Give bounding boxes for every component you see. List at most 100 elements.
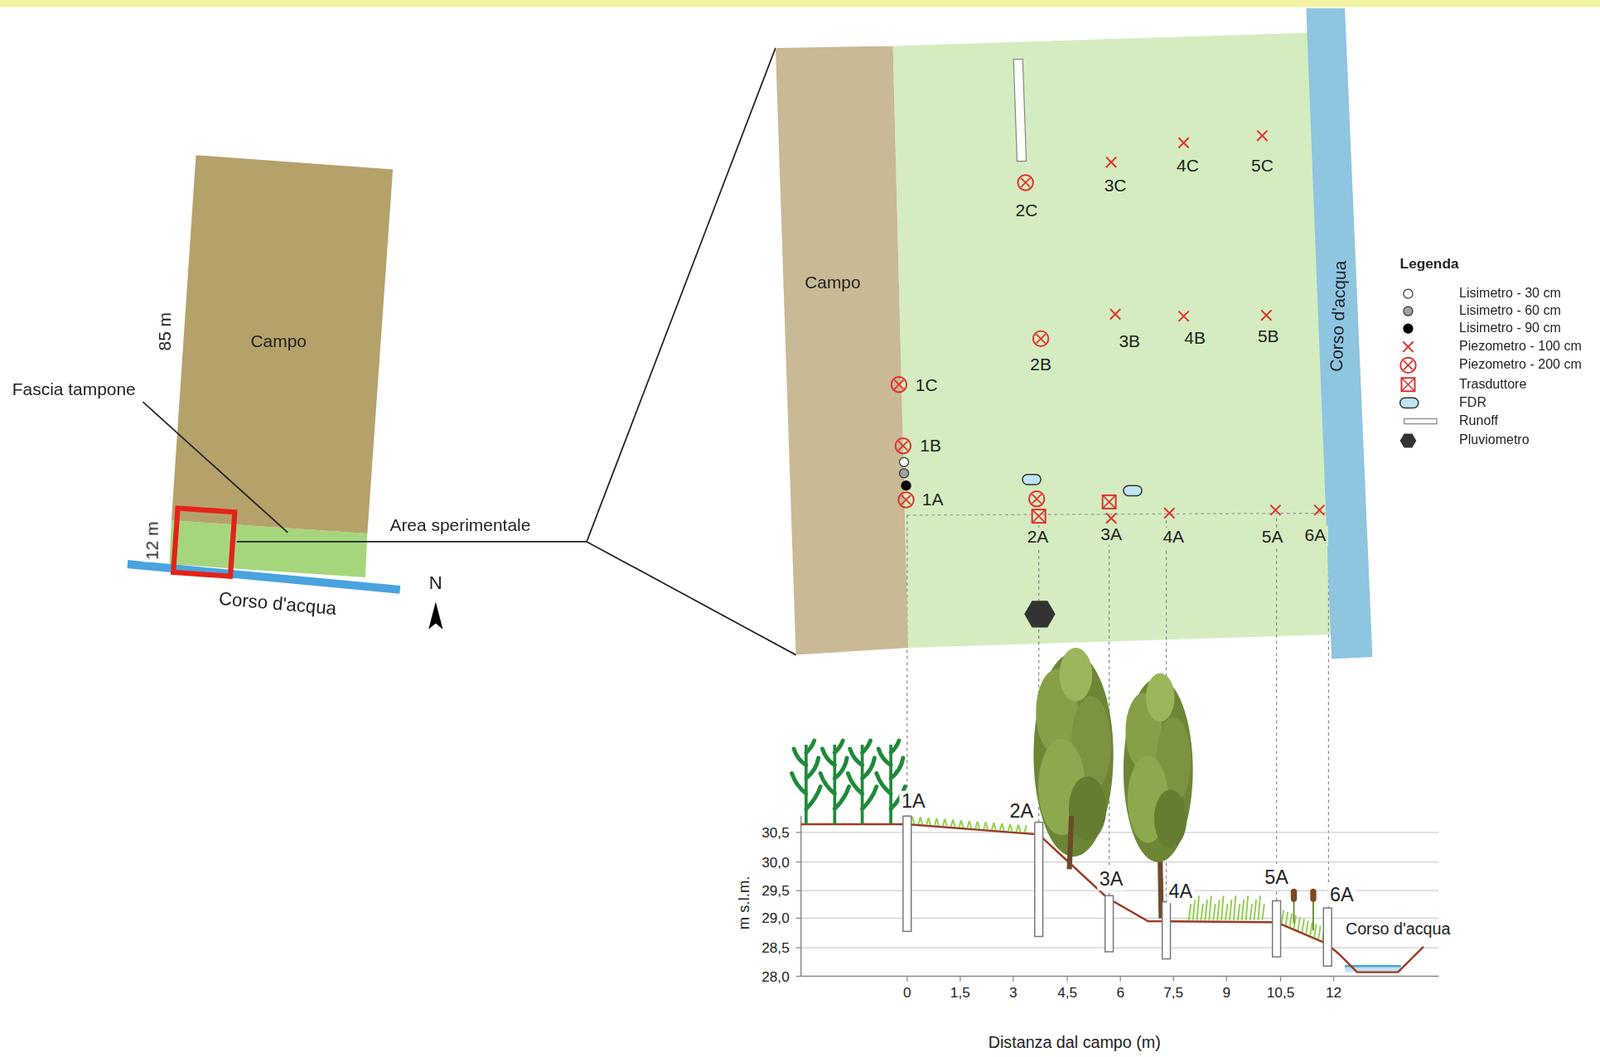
lysimeter xyxy=(899,457,909,467)
tick-mark xyxy=(796,861,802,863)
section-label: 1A xyxy=(899,791,928,814)
leader-line xyxy=(236,541,587,543)
legend-entry: Lisimetro - 90 cm xyxy=(1459,320,1562,336)
tick-mark xyxy=(796,831,802,833)
tick-mark xyxy=(1226,976,1228,982)
guide-lines xyxy=(1276,518,1277,902)
runoff-collector xyxy=(1013,58,1026,161)
grass xyxy=(912,816,914,825)
grass xyxy=(1237,903,1240,921)
grass xyxy=(1024,825,1026,833)
piezometer-100 xyxy=(1261,309,1272,320)
shape-fill xyxy=(775,45,909,655)
fdr-sensor xyxy=(1123,485,1142,496)
fdr-sensor xyxy=(1022,474,1142,497)
transect-line xyxy=(907,512,1327,515)
tick-mark xyxy=(1067,976,1069,982)
grass xyxy=(1001,823,1004,832)
piezometer-tube xyxy=(1105,895,1114,953)
area-label: Campo xyxy=(804,272,861,293)
map-label: 12 m xyxy=(143,519,164,562)
piezometer-100 xyxy=(1106,130,1325,524)
station-label: 4B xyxy=(1182,328,1209,349)
shape-outline xyxy=(775,45,909,655)
tick-mark xyxy=(796,832,1335,982)
shape-fill xyxy=(171,154,393,534)
lysimeter xyxy=(901,481,911,491)
legend-symbols xyxy=(1400,434,1417,449)
axis-label: 28,5 xyxy=(759,939,792,957)
piezometer-100 xyxy=(1106,512,1117,523)
station-label: 2C xyxy=(1013,201,1040,222)
axis-label: 9 xyxy=(1220,984,1233,1001)
legend-entry: Piezometro - 200 cm xyxy=(1459,357,1582,373)
map-label: Area sperimentale xyxy=(389,515,531,536)
grass xyxy=(1257,895,1260,921)
water xyxy=(1344,965,1402,967)
station-label: 5C xyxy=(1249,156,1277,177)
grass xyxy=(1281,910,1284,924)
area-label: Corso d'acqua xyxy=(1326,260,1351,373)
ground-profile xyxy=(801,824,1424,973)
grass xyxy=(1314,924,1316,938)
corn-plant xyxy=(847,740,876,825)
legend-symbols xyxy=(1401,377,1415,392)
legend-entry: Lisimetro - 60 cm xyxy=(1459,303,1562,319)
section-label: 5A xyxy=(1262,866,1291,890)
tick-mark xyxy=(1173,976,1175,982)
corn-plant xyxy=(792,740,821,825)
section-label: Corso d'acqua xyxy=(1343,920,1452,940)
station-label: 6A xyxy=(1302,526,1329,547)
area-label: Campo xyxy=(250,332,307,353)
grass xyxy=(1254,899,1257,921)
station-label: 1A xyxy=(919,489,946,510)
piezometer-200 xyxy=(1029,491,1045,507)
grass xyxy=(1246,895,1248,921)
station-label: 4C xyxy=(1174,156,1202,177)
grass xyxy=(1229,899,1232,921)
station-label: 3C xyxy=(1102,175,1129,196)
piezometer-100 xyxy=(1270,505,1281,516)
section-label: 3A xyxy=(1097,868,1126,891)
piezometer-100 xyxy=(1314,505,1325,516)
piezometer-100 xyxy=(1106,157,1117,168)
grass xyxy=(928,817,931,826)
grass xyxy=(1290,913,1292,928)
grass xyxy=(1010,824,1012,832)
tick-mark xyxy=(906,976,908,982)
top-band xyxy=(0,0,1600,8)
grass xyxy=(1297,917,1300,931)
piezometer-200 xyxy=(891,174,1049,508)
tree xyxy=(1069,816,1072,870)
transducer xyxy=(1102,495,1117,509)
grass xyxy=(1197,895,1199,921)
grass xyxy=(1208,895,1211,921)
map-label: N xyxy=(429,573,443,595)
grass xyxy=(986,822,988,831)
grass xyxy=(1213,903,1215,921)
shape-fill xyxy=(1305,8,1373,660)
grid-line xyxy=(801,918,1440,919)
piezometer-100 xyxy=(1110,309,1121,320)
grass xyxy=(1221,895,1223,921)
corn-plant xyxy=(792,740,906,825)
legend-symbols xyxy=(1403,306,1413,316)
tree xyxy=(1160,862,1161,919)
watercourse: Corso d'acqua xyxy=(1305,8,1373,660)
piezometer-tube xyxy=(1323,908,1332,967)
cattail xyxy=(1290,889,1317,931)
axis-label: 6 xyxy=(1114,984,1127,1001)
grass xyxy=(1261,903,1264,921)
leader-line xyxy=(142,401,288,533)
field-area: Campo xyxy=(775,45,909,655)
tree xyxy=(1123,673,1194,863)
watercourse-line xyxy=(127,564,401,590)
legend-symbols xyxy=(1403,289,1413,299)
axis-label: 29,0 xyxy=(759,909,792,927)
grass xyxy=(920,817,923,826)
tick-mark xyxy=(796,889,802,891)
station-label: 3A xyxy=(1098,524,1125,545)
axis-label: Distanza dal campo (m) xyxy=(986,1033,1163,1053)
legend-entry: Runoff xyxy=(1459,413,1499,429)
